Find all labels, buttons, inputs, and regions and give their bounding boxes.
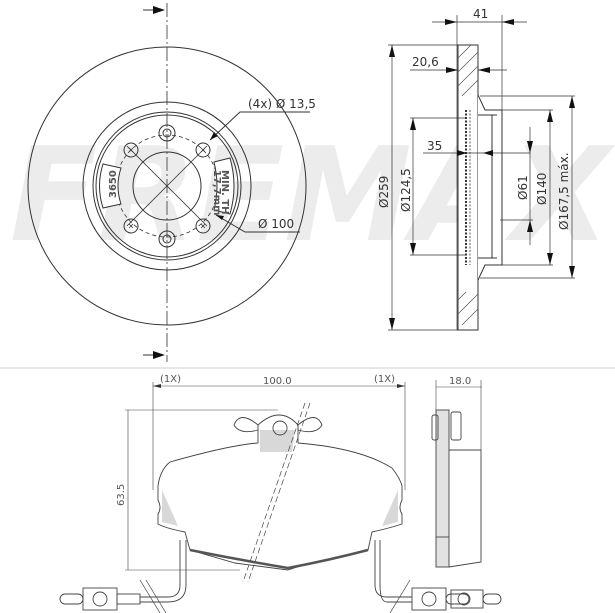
brake-pad-side-view (431, 380, 502, 609)
inner-diameter-label: Ø124,5 (399, 168, 413, 212)
disc-front-view (27, 3, 310, 362)
pad-thickness-label: 18.0 (449, 376, 471, 387)
pad-thickness-label: 20,6 (412, 55, 439, 69)
qty-left-label: (1X) (160, 374, 181, 385)
bolt-hole (123, 142, 211, 234)
hub-diameter-label: Ø140 (535, 173, 549, 205)
bolt-hole-label: (4x) Ø 13,5 (248, 97, 316, 111)
qty-right-label: (1X) (374, 374, 395, 385)
outer-diameter-label: Ø259 (377, 176, 391, 208)
pad-width-label: 100.0 (263, 376, 292, 387)
max-diameter-label: Ø167,5 máx. (557, 152, 571, 230)
stamp-right-line2: 17,7mm (211, 170, 222, 216)
disc-section-view (388, 15, 575, 331)
center-bore-label: Ø61 (516, 175, 530, 200)
hub-depth-label: 35 (427, 139, 442, 153)
stamp-left: 3650 (108, 170, 119, 198)
brake-pad-front-view (59, 382, 470, 613)
overall-width-label: 41 (473, 7, 488, 21)
stamp-right-line1: MIN. TH (219, 170, 230, 215)
pcd-label: Ø 100 (258, 217, 294, 231)
pad-height-label: 63.5 (116, 484, 127, 506)
